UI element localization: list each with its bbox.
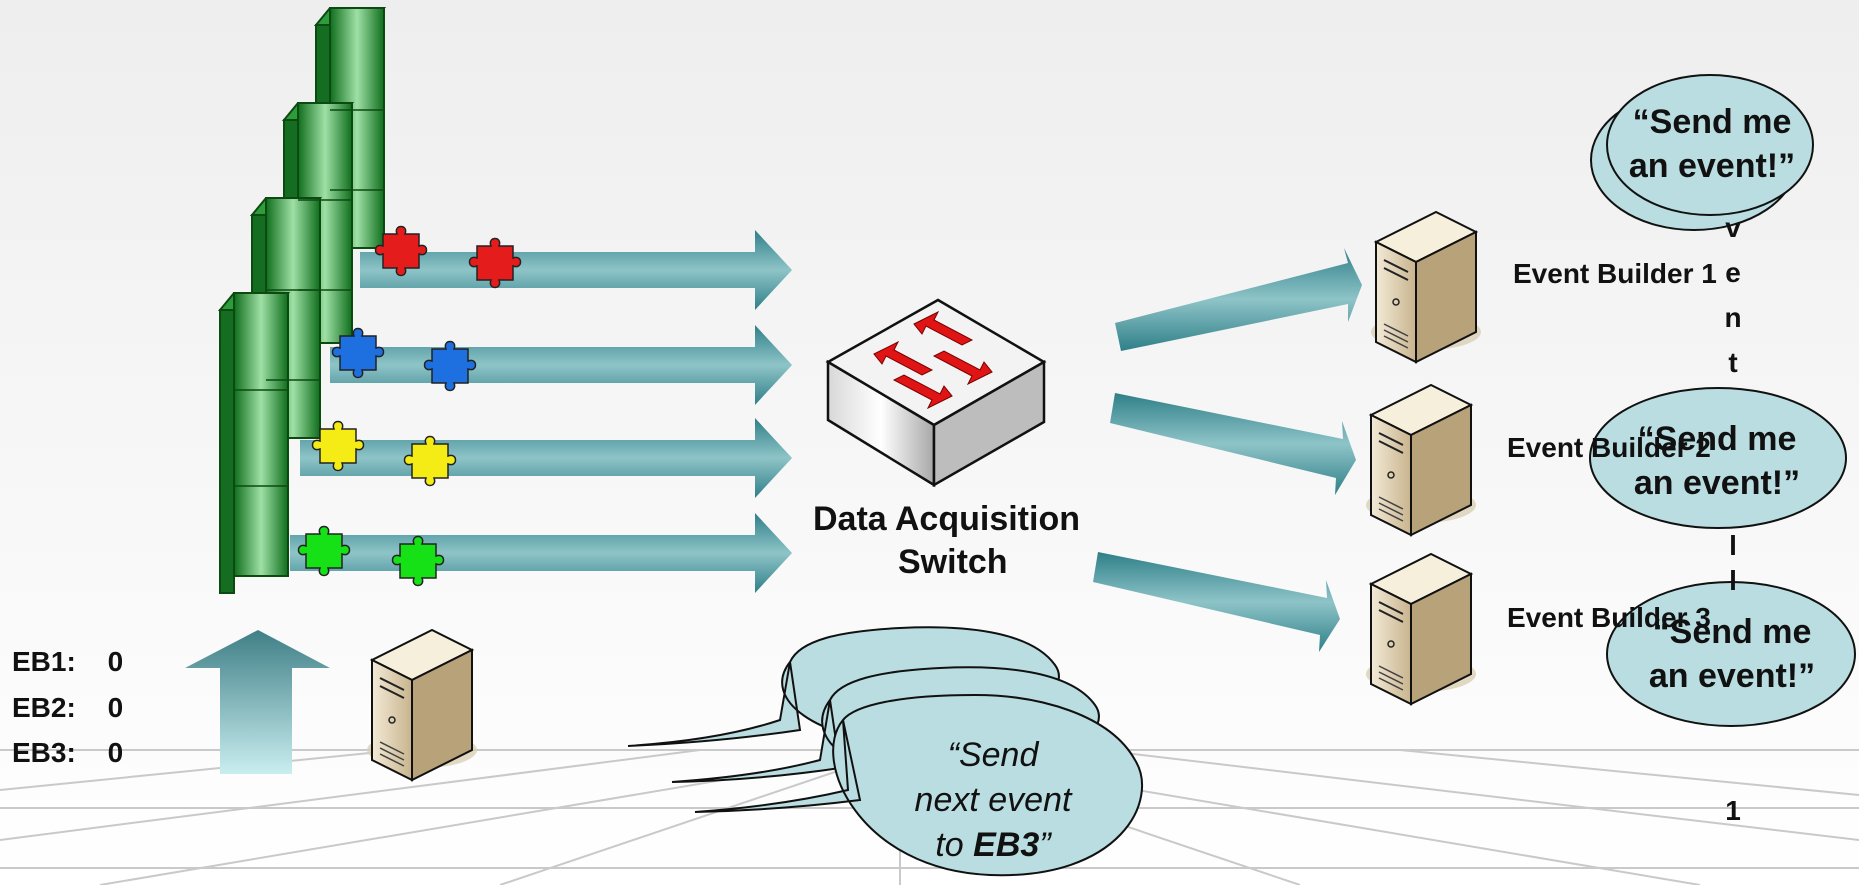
counter-eb1-value: 0: [107, 646, 124, 677]
fragment-blue-2: [423, 340, 477, 392]
manager-callouts: [627, 626, 1144, 877]
switch-label-line-1: Data Acquisition: [813, 500, 1080, 538]
request-bubble-3-line-1: “Send me: [1652, 613, 1812, 651]
vertical-letter-6: l: [1729, 565, 1737, 596]
fragment-red-1: [374, 225, 428, 277]
vertical-letter-2: e: [1725, 257, 1741, 288]
builder-arrows: [1093, 248, 1362, 652]
vertical-letter-7: 1: [1725, 795, 1741, 826]
detector-stack-4: [217, 292, 291, 594]
counter-eb1: EB1: 0: [12, 646, 123, 678]
counter-eb3-name: EB3:: [12, 737, 76, 768]
builder-arrow-2: [1110, 393, 1356, 495]
fragment-arrow-3: [300, 418, 792, 498]
counter-eb1-name: EB1:: [12, 646, 76, 677]
counter-eb2-value: 0: [107, 692, 124, 723]
request-bubble-1-line-2: an event!”: [1628, 147, 1796, 185]
request-bubble-1-line-1: “Send me: [1632, 103, 1792, 141]
builder-arrow-1: [1115, 248, 1362, 351]
event-builder-1-label: Event Builder 1: [1513, 258, 1717, 289]
event-builder-3-label: Event Builder 3: [1507, 602, 1711, 633]
fragment-arrow-2: [330, 325, 792, 405]
request-bubble-2-text: “Send me an event!”: [1602, 417, 1832, 505]
switch-label-line-2: Switch: [898, 543, 1008, 581]
event-builder-2-label: Event Builder 2: [1507, 432, 1711, 463]
fragment-arrows: [290, 230, 792, 593]
manager-callout-line-1: “Send: [947, 736, 1039, 774]
vertical-letter-5: l: [1729, 530, 1737, 561]
manager-callout-target: EB3: [973, 826, 1040, 864]
fragment-green-2: [391, 535, 445, 587]
fragment-blue-1: [331, 327, 385, 379]
fragment-yellow-1: [311, 420, 365, 472]
manager-callout-quote: ”: [1039, 826, 1051, 864]
request-bubble-3-line-2: an event!”: [1648, 657, 1816, 695]
request-bubble-2-line-2: an event!”: [1633, 464, 1801, 502]
vertical-letter-4: t: [1728, 347, 1738, 378]
manager-callout-line-2: next event: [914, 781, 1072, 819]
builder-arrow-3: [1093, 552, 1340, 652]
fragment-red-2: [468, 237, 522, 289]
upward-arrow: [185, 630, 330, 774]
request-bubble-2-line-1: “Send me: [1637, 420, 1797, 458]
fragment-green-1: [297, 525, 351, 577]
counter-eb2-name: EB2:: [12, 692, 76, 723]
manager-callout-to: to: [935, 826, 974, 864]
manager-callout-line-3: to EB3”: [893, 823, 1093, 868]
vertical-letter-3: n: [1724, 302, 1742, 333]
request-bubbles: [1589, 74, 1856, 727]
detector-readout-stacks: [217, 7, 387, 594]
fragment-arrow-4: [290, 513, 792, 593]
counter-eb2: EB2: 0: [12, 692, 123, 724]
counter-eb3: EB3: 0: [12, 737, 123, 769]
request-bubble-1-text: “Send me an event!”: [1612, 100, 1812, 188]
vertical-letter-1: v: [1725, 212, 1741, 243]
manager-callout-text: “Send next event to EB3”: [893, 733, 1093, 868]
data-acquisition-switch-icon: [825, 298, 1047, 488]
fragment-yellow-2: [403, 435, 457, 487]
request-bubble-3-text: “Send me an event!”: [1617, 610, 1847, 698]
counter-eb3-value: 0: [107, 737, 124, 768]
fragment-arrow-1: [360, 230, 792, 310]
